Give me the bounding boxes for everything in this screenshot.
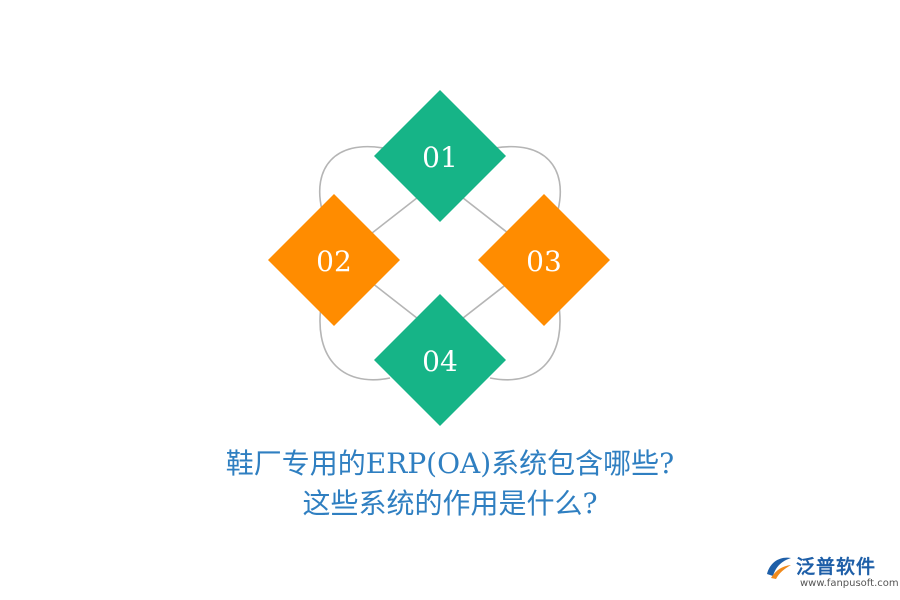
title-block: 鞋厂专用的ERP(OA)系统包含哪些? 这些系统的作用是什么? (0, 444, 900, 524)
node-label: 02 (316, 245, 352, 278)
node-03: 03 (478, 194, 610, 326)
diamond-shape (478, 194, 610, 326)
node-02: 02 (268, 194, 400, 326)
logo-name: 泛普软件 (796, 556, 877, 578)
diamond-shape (374, 294, 506, 426)
logo-url: www.fanpusoft.com (800, 578, 899, 589)
fanpu-logo-icon (767, 557, 791, 579)
node-01: 01 (374, 90, 506, 222)
node-label: 01 (422, 141, 458, 174)
node-label: 04 (422, 345, 458, 378)
node-label: 03 (526, 245, 562, 278)
diamond-shape (374, 90, 506, 222)
node-04: 04 (374, 294, 506, 426)
brand-logo: 泛普软件 www.fanpusoft.com (764, 552, 899, 592)
title-line-2: 这些系统的作用是什么? (302, 487, 598, 520)
title-line-1: 鞋厂专用的ERP(OA)系统包含哪些? (225, 447, 675, 480)
diamond-shape (268, 194, 400, 326)
